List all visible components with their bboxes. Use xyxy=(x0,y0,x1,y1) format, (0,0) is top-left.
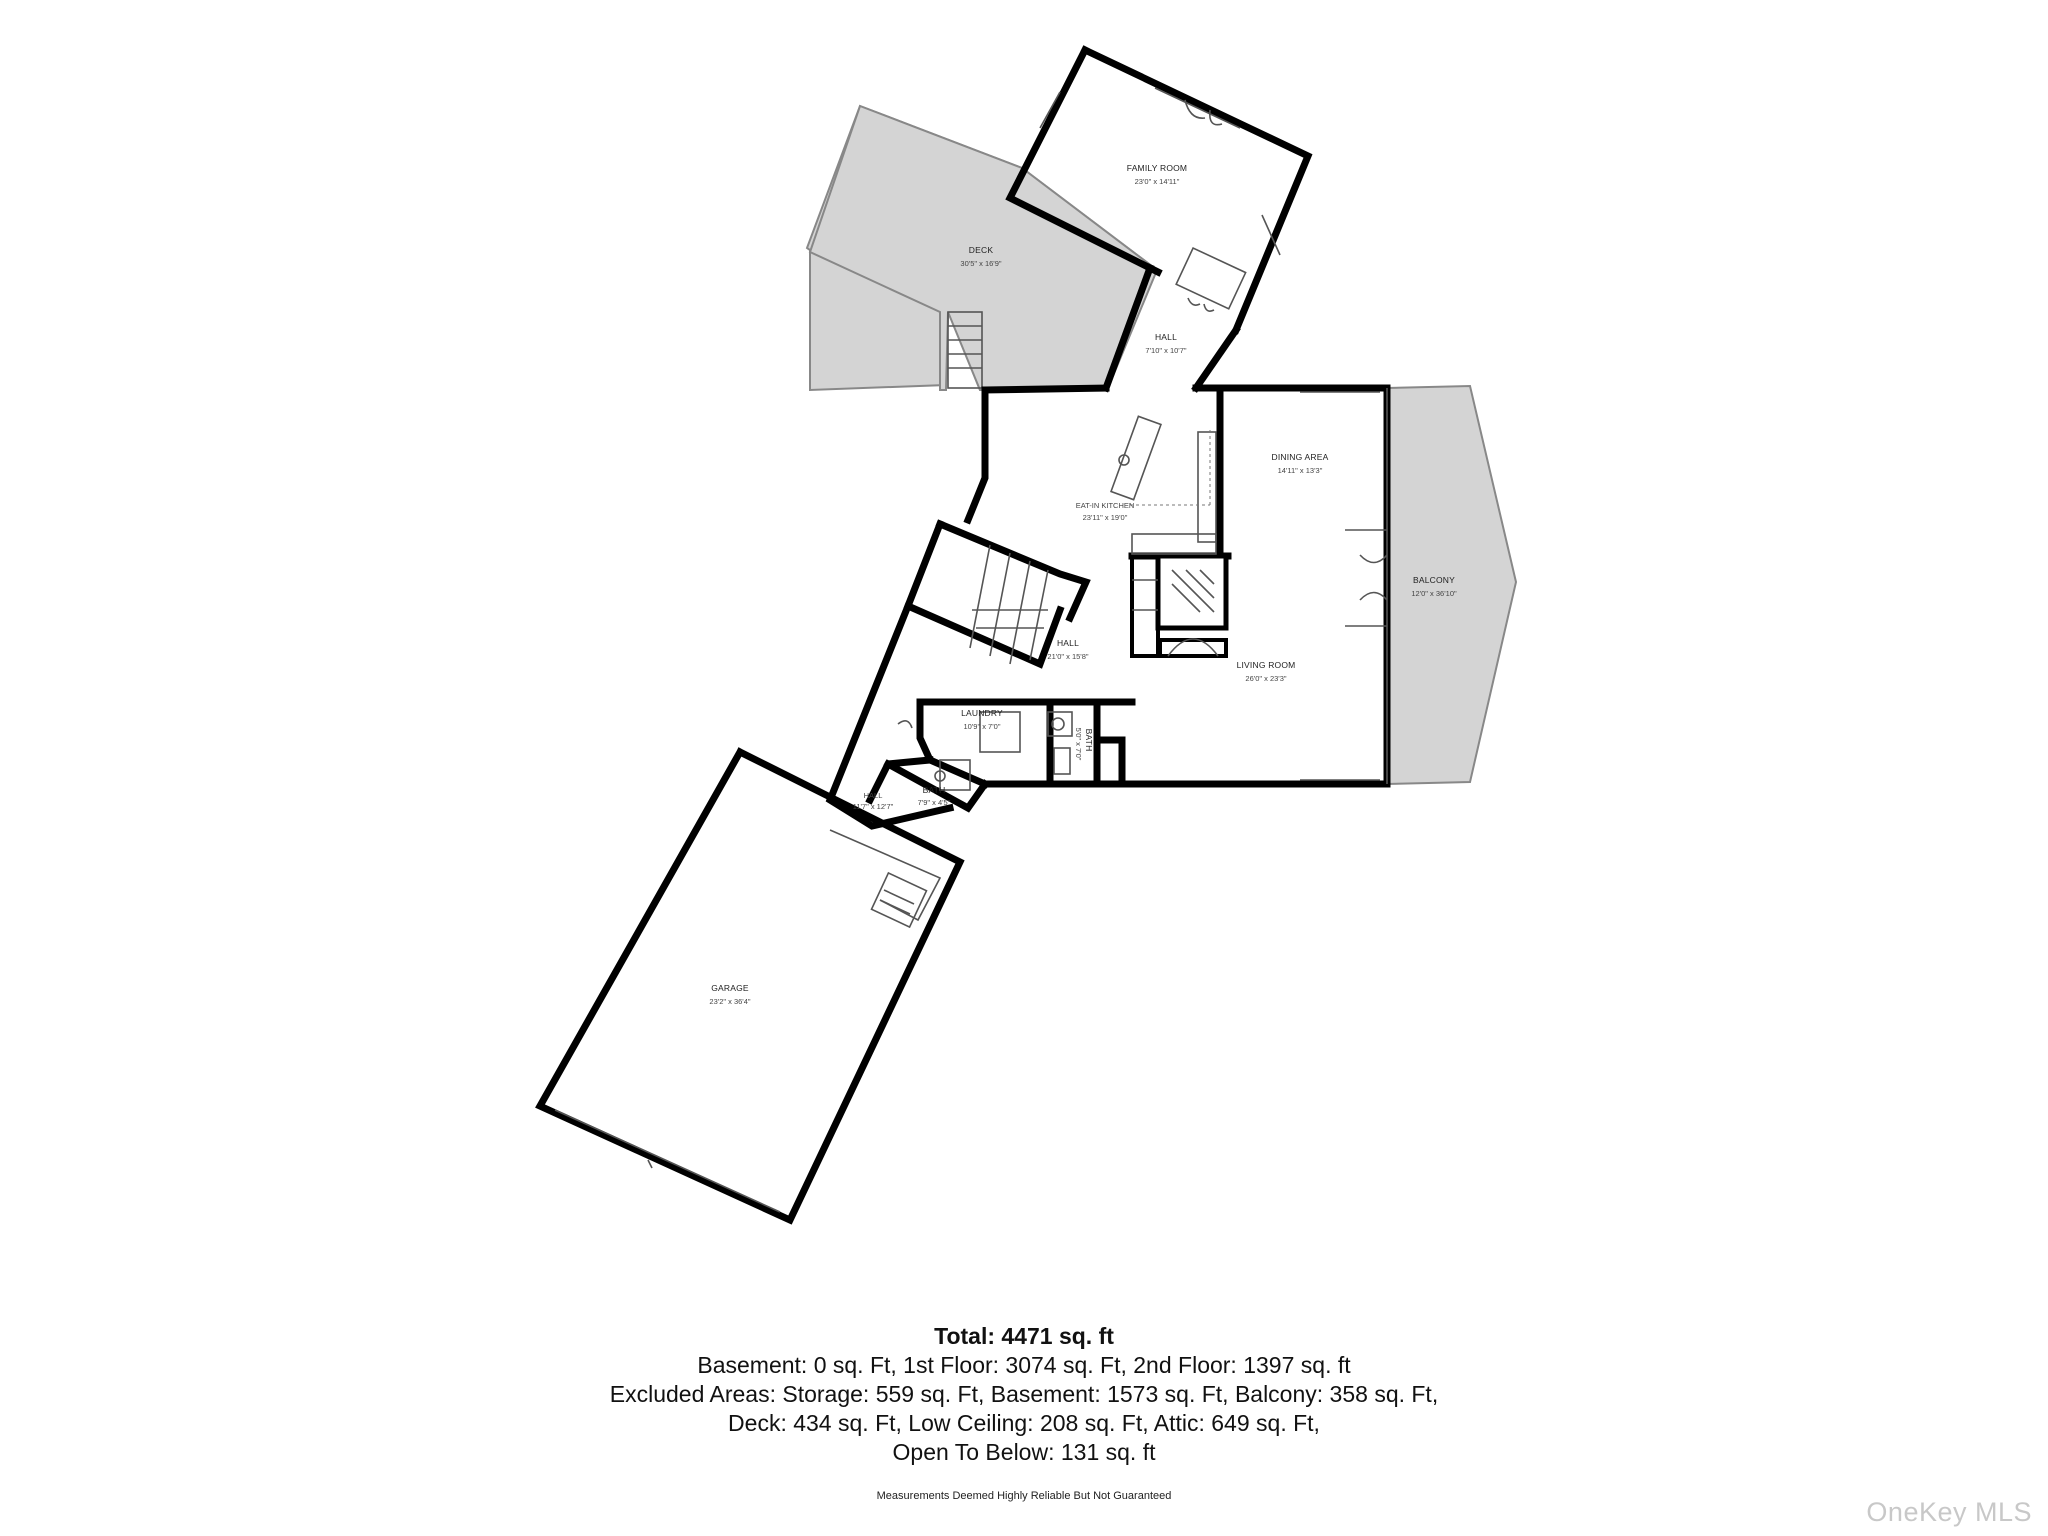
room-dims: 10'9" x 7'0" xyxy=(964,722,1001,731)
floor-breakdown: Basement: 0 sq. Ft, 1st Floor: 3074 sq. … xyxy=(697,1352,1351,1378)
area-totals: Total: 4471 sq. ft Basement: 0 sq. Ft, 1… xyxy=(0,1322,2048,1467)
room-name: EAT-IN KITCHEN xyxy=(1076,501,1135,510)
room-dims: 14'11" x 13'3" xyxy=(1278,466,1323,475)
deck-stairs xyxy=(947,311,983,389)
floor-plan: FAMILY ROOM 23'0" x 14'11" DECK 30'5" x … xyxy=(535,45,1518,1225)
room-dims: 23'11" x 19'0" xyxy=(1083,513,1128,522)
room-dims: 21'0" x 15'8" xyxy=(1047,652,1088,661)
room-dims: 5'0" x 7'0" xyxy=(1074,728,1083,761)
room-dims: 12'0" x 36'10" xyxy=(1411,589,1457,598)
disclaimer: Measurements Deemed Highly Reliable But … xyxy=(876,1490,1172,1502)
room-name: HALL xyxy=(1155,332,1177,342)
room-name: LAUNDRY xyxy=(961,708,1003,718)
room-dims: 7'10" x 10'7" xyxy=(1145,346,1186,355)
main-walls xyxy=(963,384,1391,788)
left-wing-walls xyxy=(825,601,1136,830)
room-name: BALCONY xyxy=(1413,575,1455,585)
total-area: Total: 4471 sq. ft xyxy=(934,1323,1114,1349)
room-name: FAMILY ROOM xyxy=(1127,163,1187,173)
room-name: LIVING ROOM xyxy=(1237,660,1296,670)
family-room-walls xyxy=(1005,45,1313,335)
room-labels: FAMILY ROOM 23'0" x 14'11" DECK 30'5" x … xyxy=(709,163,1457,1006)
room-dims: 30'5" x 16'9" xyxy=(960,259,1001,268)
watermark: OneKey MLS xyxy=(1866,1497,2032,1527)
main-stairs xyxy=(903,519,1091,669)
excluded-areas: Excluded Areas: Storage: 559 sq. Ft, Bas… xyxy=(609,1381,1439,1407)
room-dims: 7'9" x 4'5" xyxy=(918,798,951,807)
garage-walls xyxy=(535,747,965,1225)
room-name: HALL xyxy=(1057,638,1079,648)
open-to-below: Open To Below: 131 sq. ft xyxy=(892,1439,1156,1465)
room-dims: 23'2" x 36'4" xyxy=(709,997,750,1006)
room-name: BATH xyxy=(1084,729,1094,752)
room-name: DECK xyxy=(969,245,994,255)
room-name: BATH xyxy=(923,785,946,795)
room-name: DINING AREA xyxy=(1272,452,1329,462)
kitchen-island xyxy=(1110,415,1162,501)
upper-hall-walls xyxy=(1101,246,1247,393)
excluded-areas-cont: Deck: 434 sq. Ft, Low Ceiling: 208 sq. F… xyxy=(728,1410,1320,1436)
balcony-area xyxy=(1386,384,1518,786)
room-dims: 26'0" x 23'3" xyxy=(1245,674,1286,683)
room-dims: 11'7" x 12'7" xyxy=(853,802,894,811)
room-name: GARAGE xyxy=(711,983,749,993)
room-name: HALL xyxy=(864,791,883,800)
room-dims: 23'0" x 14'11" xyxy=(1135,177,1180,186)
fireplace xyxy=(1155,553,1229,631)
